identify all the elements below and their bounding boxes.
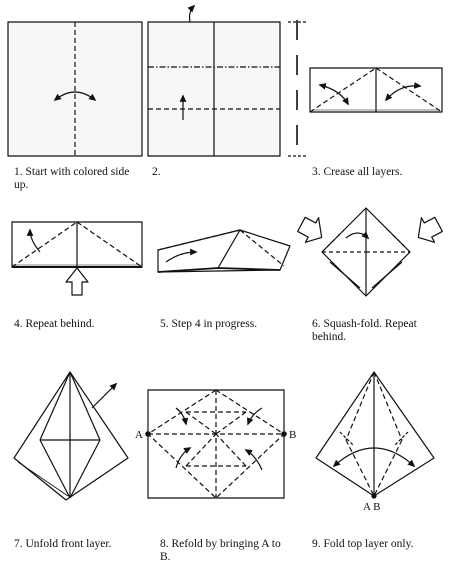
step-6-diagram — [297, 207, 443, 297]
step-1-diagram — [7, 21, 143, 157]
step-9-caption: 9. Fold top layer only. — [312, 538, 414, 550]
step-9-diagram — [315, 371, 435, 499]
step-5-diagram — [157, 229, 291, 273]
step-7-caption: 7. Unfold front layer. — [14, 538, 112, 550]
step-8-caption: 8. Refold by bringing A to B. — [160, 538, 281, 563]
step-2-diagram — [147, 4, 306, 157]
step-6-caption: 6. Squash-fold. Repeat behind. — [312, 318, 417, 343]
step-4-diagram — [11, 221, 143, 296]
step-3-caption: 3. Crease all layers. — [312, 166, 403, 178]
step-4-caption: 4. Repeat behind. — [14, 318, 95, 330]
step-3-diagram — [309, 67, 443, 113]
point-label-b: B — [289, 429, 296, 441]
step-1-caption: 1. Start with colored side up. — [14, 166, 130, 191]
step-5-caption: 5. Step 4 in progress. — [160, 318, 258, 330]
point-label-ab: A B — [363, 501, 380, 513]
point-label-a: A — [135, 429, 143, 441]
step-2-caption: 2. — [152, 166, 161, 178]
step-8-diagram — [145, 389, 287, 499]
step-7-diagram — [13, 371, 129, 501]
